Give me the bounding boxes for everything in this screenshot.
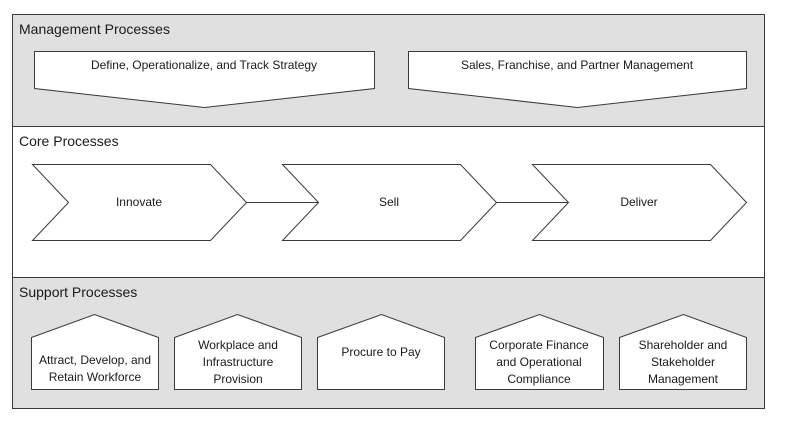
chevron-shape	[281, 164, 498, 241]
management-shape	[34, 51, 375, 109]
management-item-label: Sales, Franchise, and Partner Management	[461, 58, 694, 72]
chevron-shape	[31, 164, 248, 241]
management-item-label: Define, Operationalize, and Track Strate…	[91, 58, 317, 72]
house-shape	[475, 313, 604, 390]
support-band-title: Support Processes	[19, 284, 137, 300]
management-item: Sales, Franchise, and Partner Management	[408, 51, 747, 109]
support-item-line: Procure to Pay	[341, 345, 420, 359]
core-item-label: Sell	[379, 195, 399, 209]
chevron-shape	[531, 164, 748, 241]
management-shape	[408, 51, 747, 109]
management-band-title: Management Processes	[19, 21, 170, 37]
core-item-label: Deliver	[620, 195, 657, 209]
house-shape	[174, 313, 302, 390]
support-item-line: Retain Workforce	[49, 370, 142, 384]
core-band-title: Core Processes	[19, 133, 119, 149]
support-item-line: Attract, Develop, and	[39, 353, 151, 367]
house-shape	[619, 313, 747, 390]
support-item-line: Compliance	[507, 372, 571, 386]
support-item: Workplace and Infrastructure Provision	[174, 313, 302, 390]
support-item-line: Management	[648, 372, 719, 386]
core-item: Innovate	[31, 164, 248, 241]
support-item: Shareholder and Stakeholder Management	[619, 313, 747, 390]
support-item: Corporate Finance and Operational Compli…	[475, 313, 604, 390]
support-item: Procure to Pay	[317, 313, 445, 390]
core-item-label: Innovate	[116, 195, 162, 209]
support-item-line: and Operational	[496, 355, 581, 369]
management-item: Define, Operationalize, and Track Strate…	[34, 51, 375, 109]
support-item-line: Infrastructure	[203, 355, 274, 369]
core-item: Deliver	[531, 164, 748, 241]
support-item-line: Shareholder and	[639, 338, 728, 352]
management-band: Management Processes Define, Operational…	[12, 14, 765, 127]
core-item: Sell	[281, 164, 498, 241]
support-item-line: Stakeholder	[651, 355, 715, 369]
support-item-line: Provision	[213, 372, 262, 386]
support-item-line: Corporate Finance	[489, 338, 589, 352]
house-shape	[31, 313, 159, 390]
house-shape	[317, 313, 445, 390]
support-band: Support Processes Attract, Develop, and …	[12, 277, 765, 409]
support-item-line: Workplace and	[198, 338, 278, 352]
core-band: Core Processes Innovate Sell Deliver	[12, 126, 765, 278]
support-item: Attract, Develop, and Retain Workforce	[31, 313, 159, 390]
